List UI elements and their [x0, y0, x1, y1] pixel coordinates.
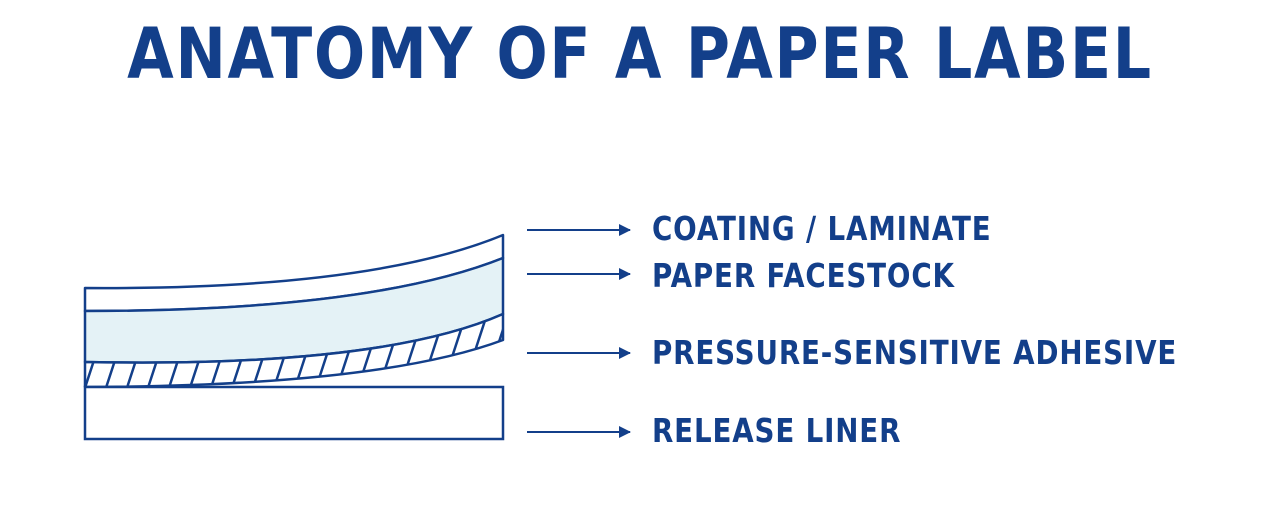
- release-liner-label: RELEASE LINER: [652, 411, 902, 450]
- facestock-label: PAPER FACESTOCK: [652, 256, 955, 295]
- adhesive-label: PRESSURE-SENSITIVE ADHESIVE: [652, 333, 1178, 372]
- adhesive-hatch-stroke: [499, 314, 503, 387]
- release-liner-layer: [83, 385, 505, 441]
- coating-label: COATING / LAMINATE: [652, 209, 992, 248]
- adhesive-hatch-stroke: [522, 296, 556, 400]
- page-title: ANATOMY OF A PAPER LABEL: [127, 13, 1153, 95]
